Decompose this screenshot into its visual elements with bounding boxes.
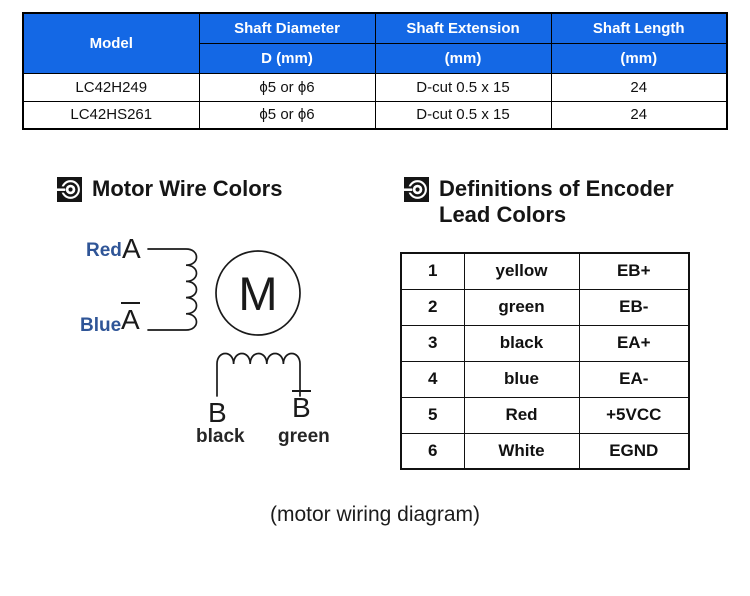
signal-name: EB-	[578, 288, 690, 326]
phase-a-bar-label: A	[121, 302, 140, 335]
signal-name: EA-	[578, 360, 690, 398]
encoder-row: 3 black EA+	[400, 324, 690, 362]
cell-diameter: ϕ5 or ϕ6	[198, 72, 376, 102]
table-row: LC42H249 ϕ5 or ϕ6 D-cut 0.5 x 15 24	[22, 72, 728, 102]
cell-length: 24	[550, 72, 728, 102]
section-title-line1: Definitions of Encoder	[439, 176, 674, 201]
pin-number: 6	[400, 432, 465, 470]
phase-b-label: B	[208, 397, 227, 428]
motor-wire-colors-heading: Motor Wire Colors	[57, 176, 282, 207]
encoder-row: 5 Red +5VCC	[400, 396, 690, 434]
cell-extension: D-cut 0.5 x 15	[374, 100, 552, 130]
encoder-lead-table: 1 yellow EB+ 2 green EB- 3 black EA+ 4 b…	[400, 252, 690, 470]
wire-color-red-label: Red	[86, 240, 122, 261]
encoder-row: 6 White EGND	[400, 432, 690, 470]
phase-b-bar-label: B	[292, 390, 311, 423]
motor-bullet-icon	[57, 177, 82, 207]
header-cell-shaft-extension: Shaft Extension	[374, 12, 552, 44]
encoder-row: 4 blue EA-	[400, 360, 690, 398]
encoder-lead-colors-heading: Definitions of Encoder Lead Colors	[404, 176, 694, 228]
header-cell-model: Model	[22, 12, 200, 74]
pin-number: 2	[400, 288, 465, 326]
cell-extension: D-cut 0.5 x 15	[374, 72, 552, 102]
signal-name: EB+	[578, 252, 690, 290]
wire-color-green-label: green	[278, 426, 330, 447]
header-cell-shaft-diameter: Shaft Diameter	[198, 12, 376, 44]
wire-color-blue-label: Blue	[80, 315, 122, 336]
header-cell-extension-units: (mm)	[374, 42, 552, 74]
signal-name: EGND	[578, 432, 690, 470]
motor-circle	[215, 250, 301, 336]
pin-number: 5	[400, 396, 465, 434]
phase-a-coil	[147, 248, 198, 331]
header-cell-shaft-length: Shaft Length	[550, 12, 728, 44]
lead-color: Red	[463, 396, 580, 434]
table-row: LC42HS261 ϕ5 or ϕ6 D-cut 0.5 x 15 24	[22, 100, 728, 130]
encoder-row: 1 yellow EB+	[400, 252, 690, 290]
signal-name: EA+	[578, 324, 690, 362]
cell-model: LC42H249	[22, 72, 200, 102]
pin-number: 3	[400, 324, 465, 362]
cell-length: 24	[550, 100, 728, 130]
pin-number: 1	[400, 252, 465, 290]
table-header-row: Model Shaft Diameter Shaft Extension Sha…	[22, 12, 728, 74]
section-title: Motor Wire Colors	[92, 176, 283, 201]
signal-name: +5VCC	[578, 396, 690, 434]
cell-model: LC42HS261	[22, 100, 200, 130]
motor-bullet-icon	[404, 177, 429, 207]
phase-a-label: A	[122, 233, 141, 264]
figure-caption: (motor wiring diagram)	[269, 503, 481, 526]
phase-b-coil	[216, 352, 301, 397]
lead-color: black	[463, 324, 580, 362]
lead-color: blue	[463, 360, 580, 398]
section-title: Definitions of Encoder Lead Colors	[439, 176, 674, 228]
encoder-row: 2 green EB-	[400, 288, 690, 326]
lead-color: yellow	[463, 252, 580, 290]
pin-number: 4	[400, 360, 465, 398]
section-title-line2: Lead Colors	[439, 202, 567, 227]
table-header-units-row: D (mm) (mm) (mm)	[23, 42, 728, 74]
header-cell-diameter-units: D (mm)	[198, 42, 376, 74]
shaft-spec-table: Model Shaft Diameter Shaft Extension Sha…	[22, 12, 728, 130]
lead-color: green	[463, 288, 580, 326]
lead-color: White	[463, 432, 580, 470]
header-cell-length-units: (mm)	[550, 42, 728, 74]
motor-letter: M	[238, 267, 277, 320]
wire-color-black-label: black	[196, 426, 245, 447]
cell-diameter: ϕ5 or ϕ6	[198, 100, 376, 130]
